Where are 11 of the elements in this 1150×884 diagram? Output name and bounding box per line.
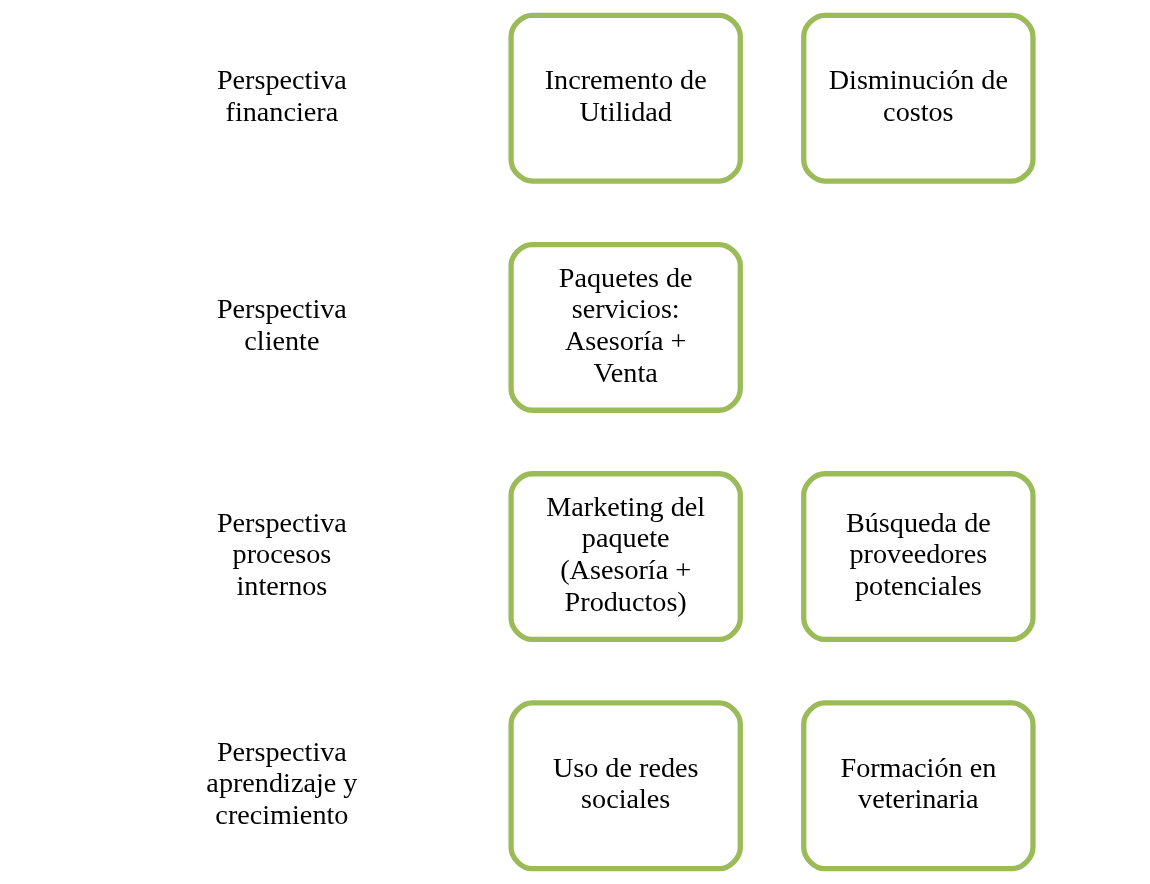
node-box: Paquetes de servicios: Asesoría + Venta bbox=[508, 241, 743, 413]
node-box: Disminución de costos bbox=[801, 12, 1036, 184]
node-box: Incremento de Utilidad bbox=[508, 12, 743, 184]
node-box: Formación en veterinaria bbox=[801, 700, 1036, 872]
label: Perspectiva financiera bbox=[216, 64, 347, 127]
node-box: Uso de redes sociales bbox=[508, 700, 743, 872]
label: Perspectiva procesos internos bbox=[216, 506, 347, 602]
label: Perspectiva cliente bbox=[216, 293, 347, 356]
node-box: Marketing del paquete (Asesoría + Productos) bbox=[508, 471, 743, 643]
label: Perspectiva aprendizaje y crecimiento bbox=[206, 735, 358, 831]
node-box: Búsqueda de proveedores potenciales bbox=[801, 471, 1036, 643]
